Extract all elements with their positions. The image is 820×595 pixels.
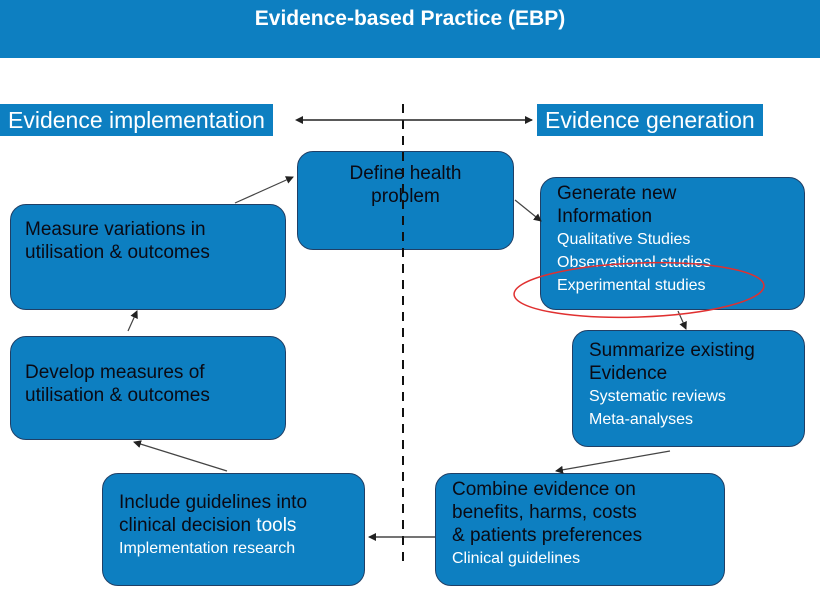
summarize-title-2: Evidence xyxy=(589,363,668,384)
define-line-2: problem xyxy=(371,186,440,207)
combine-evidence-box: Combine evidence on benefits, harms, cos… xyxy=(435,473,725,586)
summarize-item-systematic: Systematic reviews xyxy=(589,388,726,405)
combine-title-2: benefits, harms, costs xyxy=(452,502,637,523)
arrow-develop-to-measure xyxy=(127,310,138,332)
combine-title-1: Combine evidence on xyxy=(452,479,636,500)
measure-variations-box: Measure variations in utilisation & outc… xyxy=(10,204,286,310)
include-title-2b: tools xyxy=(256,515,297,536)
include-title-2a: clinical decision xyxy=(119,515,257,536)
generate-title-2: Information xyxy=(557,206,653,227)
measure-line-1: Measure variations in xyxy=(25,219,206,240)
develop-measures-box: Develop measures of utilisation & outcom… xyxy=(10,336,286,440)
combine-title-3: & patients preferences xyxy=(452,525,643,546)
measure-line-2: utilisation & outcomes xyxy=(25,242,210,263)
include-guidelines-box: Include guidelines into clinical decisio… xyxy=(102,473,365,586)
generate-title-1: Generate new xyxy=(557,183,677,204)
combine-item-guidelines: Clinical guidelines xyxy=(452,550,581,567)
arrow-summarize-to-combine xyxy=(555,450,671,474)
evidence-generation-label: Evidence generation xyxy=(537,104,763,136)
generate-item-qualitative: Qualitative Studies xyxy=(557,231,691,248)
highlight-ellipse xyxy=(513,261,765,319)
evidence-implementation-label: Evidence implementation xyxy=(0,104,273,136)
title-bar: Evidence-based Practice (EBP) xyxy=(0,0,820,58)
define-line-1: Define health xyxy=(349,163,462,184)
arrow-include-to-develop xyxy=(133,440,228,472)
include-item-implementation: Implementation research xyxy=(119,540,296,557)
summarize-title-1: Summarize existing xyxy=(589,340,755,361)
include-title-2: clinical decision tools xyxy=(119,514,364,537)
develop-line-2: utilisation & outcomes xyxy=(25,385,210,406)
arrow-measure-to-define xyxy=(234,176,294,204)
include-title-1: Include guidelines into xyxy=(119,492,308,513)
define-health-problem-box: Define health problem xyxy=(297,151,514,250)
generate-item-experimental: Experimental studies xyxy=(557,277,706,294)
summarize-item-meta: Meta-analyses xyxy=(589,411,694,428)
generate-new-information-box: Generate new Information Qualitative Stu… xyxy=(540,177,805,310)
develop-line-1: Develop measures of xyxy=(25,362,205,383)
summarize-existing-evidence-box: Summarize existing Evidence Systematic r… xyxy=(572,330,805,447)
page-title: Evidence-based Practice (EBP) xyxy=(254,7,566,30)
arrow-define-to-generate xyxy=(514,199,542,222)
